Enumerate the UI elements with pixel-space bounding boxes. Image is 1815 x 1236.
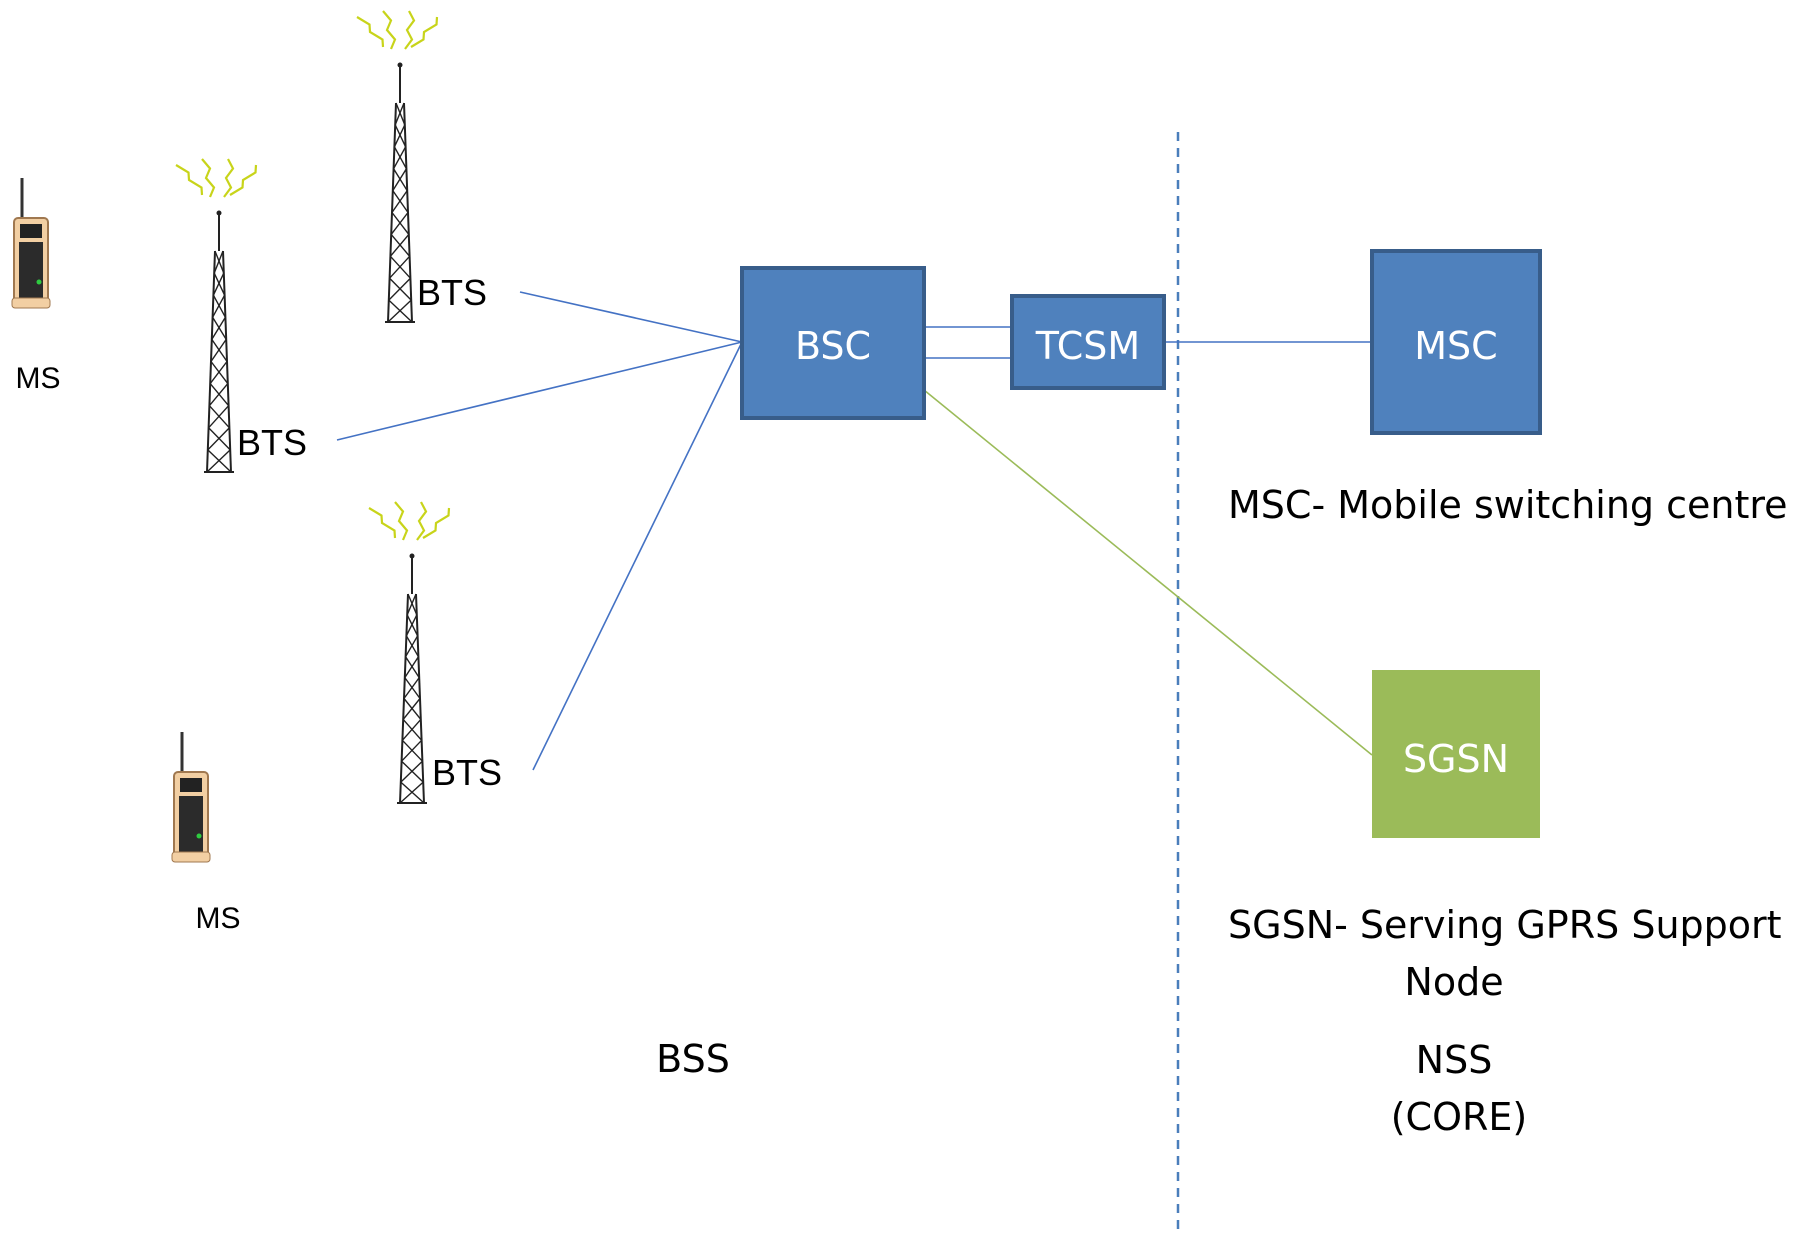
msc-node[interactable]: MSC: [1370, 249, 1542, 435]
bts-label-2: BTS: [237, 422, 307, 463]
sgsn-description-line2: Node: [1404, 960, 1503, 1004]
msc-label: MSC: [1414, 324, 1497, 368]
sgsn-label: SGSN: [1403, 737, 1509, 781]
ms-label-2: MS: [196, 902, 241, 935]
mobile-phone-icon: [171, 732, 211, 863]
tcsm-node[interactable]: TCSM: [1010, 294, 1166, 390]
mobile-phone-icon: [11, 178, 51, 309]
tcsm-label: TCSM: [1035, 324, 1140, 368]
bss-region-label: BSS: [656, 1037, 730, 1081]
bsc-node[interactable]: BSC: [740, 266, 926, 420]
sgsn-node[interactable]: SGSN: [1372, 670, 1540, 838]
link-bts1-bsc: [519, 291, 743, 343]
antenna-tower-icon: BTS: [175, 158, 307, 473]
nss-region-label: NSS: [1416, 1038, 1493, 1082]
sgsn-description-line1: SGSN- Serving GPRS Support: [1228, 903, 1782, 947]
bts-label-3: BTS: [432, 752, 502, 793]
ms-label-1: MS: [16, 362, 61, 395]
antenna-tower-icon: BTS: [356, 10, 487, 323]
antenna-tower-icon: BTS: [368, 501, 502, 804]
msc-description: MSC- Mobile switching centre: [1228, 483, 1788, 527]
link-bts3-bsc: [532, 341, 743, 771]
bsc-label: BSC: [795, 324, 871, 368]
link-bsc-sgsn: [923, 389, 1373, 756]
nss-region-sublabel: (CORE): [1391, 1095, 1528, 1139]
link-bts2-bsc: [336, 341, 743, 441]
bts-label-1: BTS: [417, 272, 487, 313]
